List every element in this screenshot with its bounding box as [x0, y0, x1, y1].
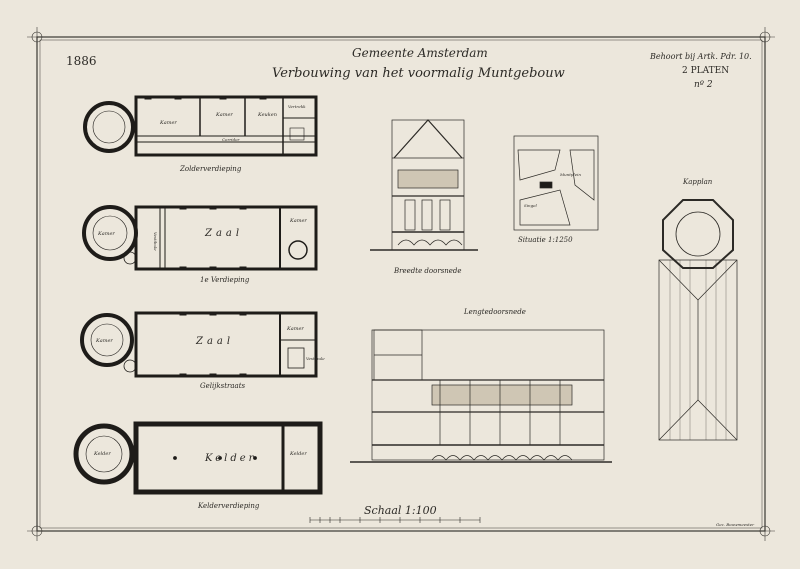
signature: Gez. Bouwmeester	[716, 522, 755, 527]
drawing-title: Verbouwing van het voormalig Muntgebouw	[272, 66, 565, 81]
first-room-3: Kamer	[290, 218, 307, 224]
scale-bar	[309, 517, 481, 523]
kelder-room-2: Kelder	[205, 453, 257, 464]
plan-eerste-verdieping	[82, 205, 318, 271]
zolder-caption: Zolderverdieping	[180, 165, 242, 173]
situation-label-singel: Singel	[524, 203, 537, 208]
zolder-room-5: Vertrekk	[288, 104, 306, 109]
first-room-2: Zaal	[205, 228, 244, 239]
zolder-room-3: Keuken	[258, 112, 277, 118]
zolder-room-1: Kamer	[160, 120, 177, 126]
situation-caption: Situatie 1:1250	[518, 236, 573, 244]
roof-plan	[658, 199, 738, 441]
plate-number: nº 2	[694, 80, 713, 90]
year-label: 1886	[66, 54, 97, 68]
zolder-room-2: Kamer	[216, 112, 233, 118]
plan-zolderverdieping	[83, 95, 318, 157]
kelder-caption: Kelderverdieping	[198, 502, 260, 510]
situation-label-muntplein: Muntplein	[560, 172, 581, 177]
zolder-room-4: Corridor	[222, 137, 240, 142]
corner-marks	[27, 27, 775, 541]
ground-room-2: Zaal	[196, 336, 235, 347]
scale-caption: Schaal 1:100	[364, 504, 437, 517]
roof-caption: Kapplan	[683, 178, 713, 186]
first-room-1: Kamer	[98, 231, 115, 237]
ground-room-1: Kamer	[96, 338, 113, 344]
long-section	[350, 329, 612, 463]
ground-room-4: Vestibule	[306, 356, 325, 361]
kelder-room-1: Kelder	[94, 451, 111, 457]
ground-caption: Gelijkstraats	[200, 382, 246, 390]
plan-gelijkstraats	[80, 311, 318, 378]
municipality-label: Gemeente Amsterdam	[352, 46, 488, 60]
first-caption: 1e Verdieping	[200, 276, 250, 284]
plan-kelderverdieping	[73, 421, 323, 495]
cross-section-caption: Breedte doorsnede	[394, 267, 462, 275]
reference-line: Behoort bij Artk. Pdr. 10.	[650, 52, 752, 61]
situation-plan	[513, 135, 599, 231]
ground-room-3: Kamer	[287, 326, 304, 332]
first-room-4: Vestibule	[153, 232, 158, 251]
long-section-caption: Lengtedoorsnede	[464, 308, 526, 316]
cross-section	[370, 119, 478, 251]
inner-frame	[39, 39, 763, 529]
plates-count: 2 PLATEN	[682, 66, 730, 76]
kelder-room-3: Kelder	[290, 451, 307, 457]
outer-frame	[36, 36, 766, 532]
